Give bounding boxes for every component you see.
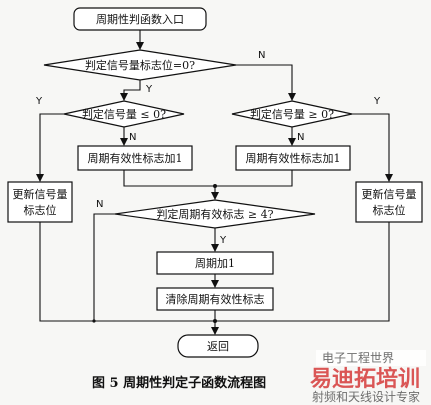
- update-right-line1: 更新信号量: [362, 187, 417, 201]
- junction-dot-bottom: [213, 319, 217, 323]
- update-left-line1: 更新信号量: [13, 187, 68, 201]
- edge-main-left: [120, 80, 141, 101]
- update-left-box: [7, 181, 73, 223]
- label-left-yes: Y: [35, 96, 43, 107]
- decision-right-text: 判定信号量 ≥ 0?: [250, 107, 334, 121]
- end-terminal: [177, 334, 259, 358]
- inc-left-text: 周期有效性标志加1: [88, 151, 183, 165]
- inc-right-box: [235, 145, 351, 171]
- junction-dot-left: [92, 319, 96, 323]
- watermark-badge: 电子工程世界: [322, 350, 394, 365]
- inc-right-text: 周期有效性标志加1: [246, 151, 341, 165]
- label-left-no: N: [129, 132, 136, 143]
- inc-left-box: [77, 145, 193, 171]
- period-inc-text: 周期加1: [195, 257, 235, 270]
- edge-inc-right-merge: [215, 170, 293, 187]
- start-text: 周期性判函数入口: [96, 12, 184, 26]
- end-text: 返回: [207, 340, 229, 353]
- edge-right-yes: [352, 113, 393, 182]
- label-right-yes: Y: [373, 96, 381, 107]
- clear-flag-text: 清除周期有效性标志: [166, 292, 265, 306]
- edge-main-right: [236, 64, 296, 101]
- label-period-no: N: [96, 199, 103, 210]
- decision-main-text: 判定信号量标志位=0?: [85, 58, 195, 72]
- edge-update-right-merge: [215, 222, 390, 322]
- watermark-brand: 易迪拓培训: [310, 366, 420, 392]
- label-period-yes: Y: [219, 235, 227, 246]
- update-left-line2: 标志位: [24, 203, 57, 217]
- label-right-no: N: [297, 132, 304, 143]
- edge-inc-left-merge: [123, 170, 215, 187]
- update-right-box: [355, 181, 423, 223]
- decision-period-text: 判定周期有效标志 ≥ 4?: [156, 207, 273, 221]
- edge-period-no: [93, 213, 115, 321]
- junction-dot-top: [213, 184, 217, 188]
- decision-left-text: 判定信号量 ≤ 0?: [82, 107, 166, 121]
- watermark-badge-box: [316, 350, 426, 366]
- figure-caption: 图 5 周期性判定子函数流程图: [92, 375, 266, 391]
- label-main-no: N: [258, 50, 265, 61]
- label-main-yes: Y: [145, 84, 153, 95]
- edge-left-yes: [36, 113, 64, 182]
- watermark-tagline: 射频和天线设计专家: [312, 389, 420, 404]
- update-right-line2: 标志位: [373, 203, 406, 217]
- edge-update-left-merge: [39, 222, 215, 322]
